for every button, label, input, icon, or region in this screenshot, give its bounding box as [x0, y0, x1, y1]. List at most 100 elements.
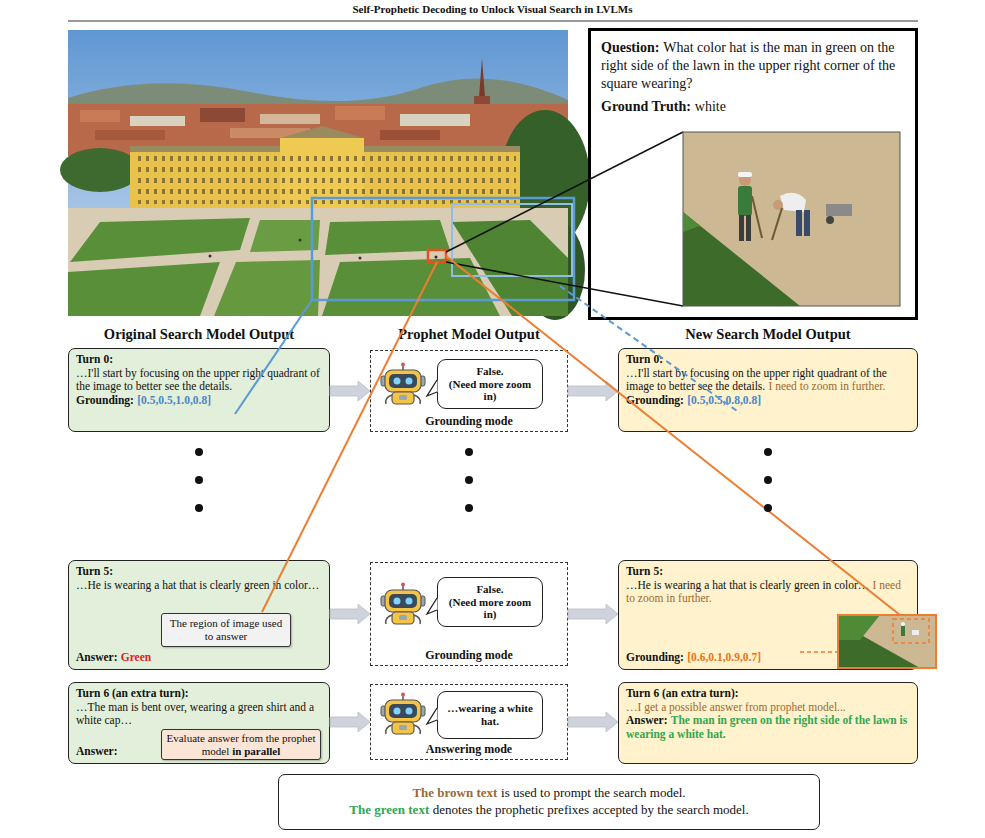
- search-output-box: Turn 6 (an extra turn):…The man is bent …: [68, 682, 330, 764]
- node-text: [0.6,0.1,0.9,0.7]: [687, 651, 761, 663]
- node-text: …I get a possible answer from prophet mo…: [626, 701, 846, 713]
- text-line: (Need more zoom in): [443, 596, 537, 621]
- block-arrow: [330, 712, 370, 732]
- node-text: …wearing a white hat.: [447, 702, 533, 727]
- text-line: Grounding:[0.5,0.5,0.8,0.8]: [626, 394, 910, 408]
- text-line: Turn 0:: [76, 353, 322, 367]
- legend-box: The brown text is used to prompt the sear…: [278, 774, 820, 830]
- column-header: Prophet Model Output: [319, 326, 619, 343]
- search-region-box: [312, 198, 574, 300]
- text-line: …I'll start by focusing on the upper rig…: [76, 367, 322, 394]
- node-text: is used to prompt the search model.: [501, 785, 686, 800]
- node-text: Turn 0:: [76, 353, 113, 365]
- node-text: …He is wearing a hat that is clearly gre…: [626, 579, 869, 591]
- node-text: …He is wearing a hat that is clearly gre…: [76, 579, 319, 591]
- text-line: False.: [476, 583, 503, 596]
- node-text: …I'll start by focusing on the upper rig…: [76, 367, 320, 393]
- search-output-box: Turn 5: …He is wearing a hat that is clea…: [68, 560, 330, 670]
- block-arrow: [330, 381, 370, 401]
- node-text: …The man is bent over, wearing a green s…: [76, 701, 314, 727]
- text-line: …He is wearing a hat that is clearly gre…: [76, 579, 322, 593]
- question-box: Question:What color hat is the man in gr…: [588, 28, 918, 320]
- speech-bubble: False.(Need more zoom in): [437, 577, 543, 627]
- text-line: Ground Truth: white: [601, 98, 905, 116]
- node-text: Grounding:: [626, 394, 684, 406]
- node-text: (Need more zoom in): [449, 596, 531, 621]
- text-line: Evaluate answer from the prophet modelin…: [166, 732, 316, 757]
- node-text: white: [695, 99, 726, 114]
- search-output-box: Turn 0: …I'll start by focusing on the up…: [68, 348, 330, 432]
- node-text: Grounding:: [76, 394, 134, 406]
- text-line: Grounding mode: [425, 648, 512, 663]
- text-line: Question:What color hat is the man in gr…: [601, 39, 905, 94]
- text-line: …wearing a white hat.: [443, 702, 537, 727]
- node-text: Question:: [601, 40, 659, 55]
- text-line: …I get a possible answer from prophet mo…: [626, 701, 910, 715]
- text-line: False.: [476, 365, 503, 378]
- column-header: Original Search Model Output: [49, 326, 349, 343]
- node-text: denotes the prophetic prefixes accepted …: [433, 802, 749, 817]
- node-text: Green: [121, 651, 151, 663]
- text-line: …I'll start by focusing on the upper rig…: [626, 367, 910, 394]
- prophet-box: Grounding mode False.(Need more zoom in): [370, 350, 568, 432]
- palace-photo: [60, 30, 590, 320]
- node-text: Grounding:: [626, 651, 684, 663]
- node-text: The green text: [349, 802, 429, 817]
- text-line: …He is wearing a hat that is clearly gre…: [626, 579, 910, 606]
- continuation-dots: [195, 448, 772, 512]
- node-text: [0.5,0.5,0.8,0.8]: [687, 394, 761, 406]
- text-line: Answering mode: [426, 742, 512, 757]
- node-text: Answer:: [626, 714, 668, 726]
- text-line: …The man is bent over, wearing a green s…: [76, 701, 322, 728]
- title-rule: [68, 21, 918, 22]
- node-text: Grounding mode: [425, 648, 512, 662]
- node-text: [0.5,0.5,1.0,0.8]: [137, 394, 211, 406]
- text-line: Turn 5:: [626, 565, 910, 579]
- node-text: (Need more zoom in): [449, 378, 531, 403]
- block-arrow: [568, 604, 618, 624]
- robot-icon: [381, 363, 425, 405]
- node-text: Grounding mode: [425, 414, 512, 428]
- node-text: Ground Truth:: [601, 99, 691, 114]
- speech-bubble: False.(Need more zoom in): [437, 359, 543, 409]
- node-text: False.: [476, 583, 503, 595]
- node-text: False.: [476, 365, 503, 377]
- node-text: Turn 5:: [626, 565, 663, 577]
- node-text: Answer:: [76, 651, 118, 663]
- text-line: Turn 5:: [76, 565, 322, 579]
- speech-bubble: …wearing a white hat.: [437, 691, 543, 739]
- node-text: The man in green on the right side of th…: [626, 714, 907, 740]
- text-line: Answer:Green: [76, 651, 322, 665]
- block-arrow: [568, 381, 618, 401]
- target-region-box: [428, 250, 446, 262]
- callout-box: Evaluate answer from the prophet modelin…: [161, 729, 321, 760]
- search-region-box: [452, 204, 572, 276]
- block-arrow: [568, 712, 618, 732]
- column-header: New Search Model Output: [618, 326, 918, 343]
- search-output-box: Turn 0: …I'll start by focusing on the up…: [618, 348, 918, 432]
- block-arrow: [330, 604, 370, 624]
- node-text: The brown text: [412, 785, 497, 800]
- search-output-box: Turn 5: …He is wearing a hat that is clea…: [618, 560, 918, 670]
- node-text: Answering mode: [426, 742, 512, 756]
- node-text: Turn 0:: [626, 353, 663, 365]
- search-output-box: Turn 6 (an extra turn):…I get a possible…: [618, 682, 918, 764]
- text-line: (Need more zoom in): [443, 378, 537, 403]
- text-line: Grounding:[0.5,0.5,1.0,0.8]: [76, 394, 322, 408]
- figure-title: Self-Prophetic Decoding to Unlock Visual…: [0, 3, 985, 15]
- text-line: Turn 0:: [626, 353, 910, 367]
- prophet-box: Answering mode …wearing a white hat.: [370, 684, 568, 760]
- text-line: The region of image used to answer: [166, 617, 286, 642]
- text-line: Turn 6 (an extra turn):: [76, 687, 322, 701]
- text-line: Answer:The man in green on the right sid…: [626, 714, 910, 741]
- text-line: Grounding:[0.6,0.1,0.9,0.7]: [626, 651, 910, 665]
- node-text: The region of image used to answer: [170, 617, 282, 642]
- node-text: Turn 5:: [76, 565, 113, 577]
- robot-icon: [381, 583, 425, 625]
- text-line: Turn 6 (an extra turn):: [626, 687, 910, 701]
- text-line: The green text denotes the prophetic pref…: [283, 802, 815, 819]
- node-text: in parallel: [232, 745, 280, 757]
- robot-icon: [381, 693, 425, 735]
- callout-box: The region of image used to answer: [161, 613, 291, 647]
- node-text: Answer:: [76, 745, 118, 757]
